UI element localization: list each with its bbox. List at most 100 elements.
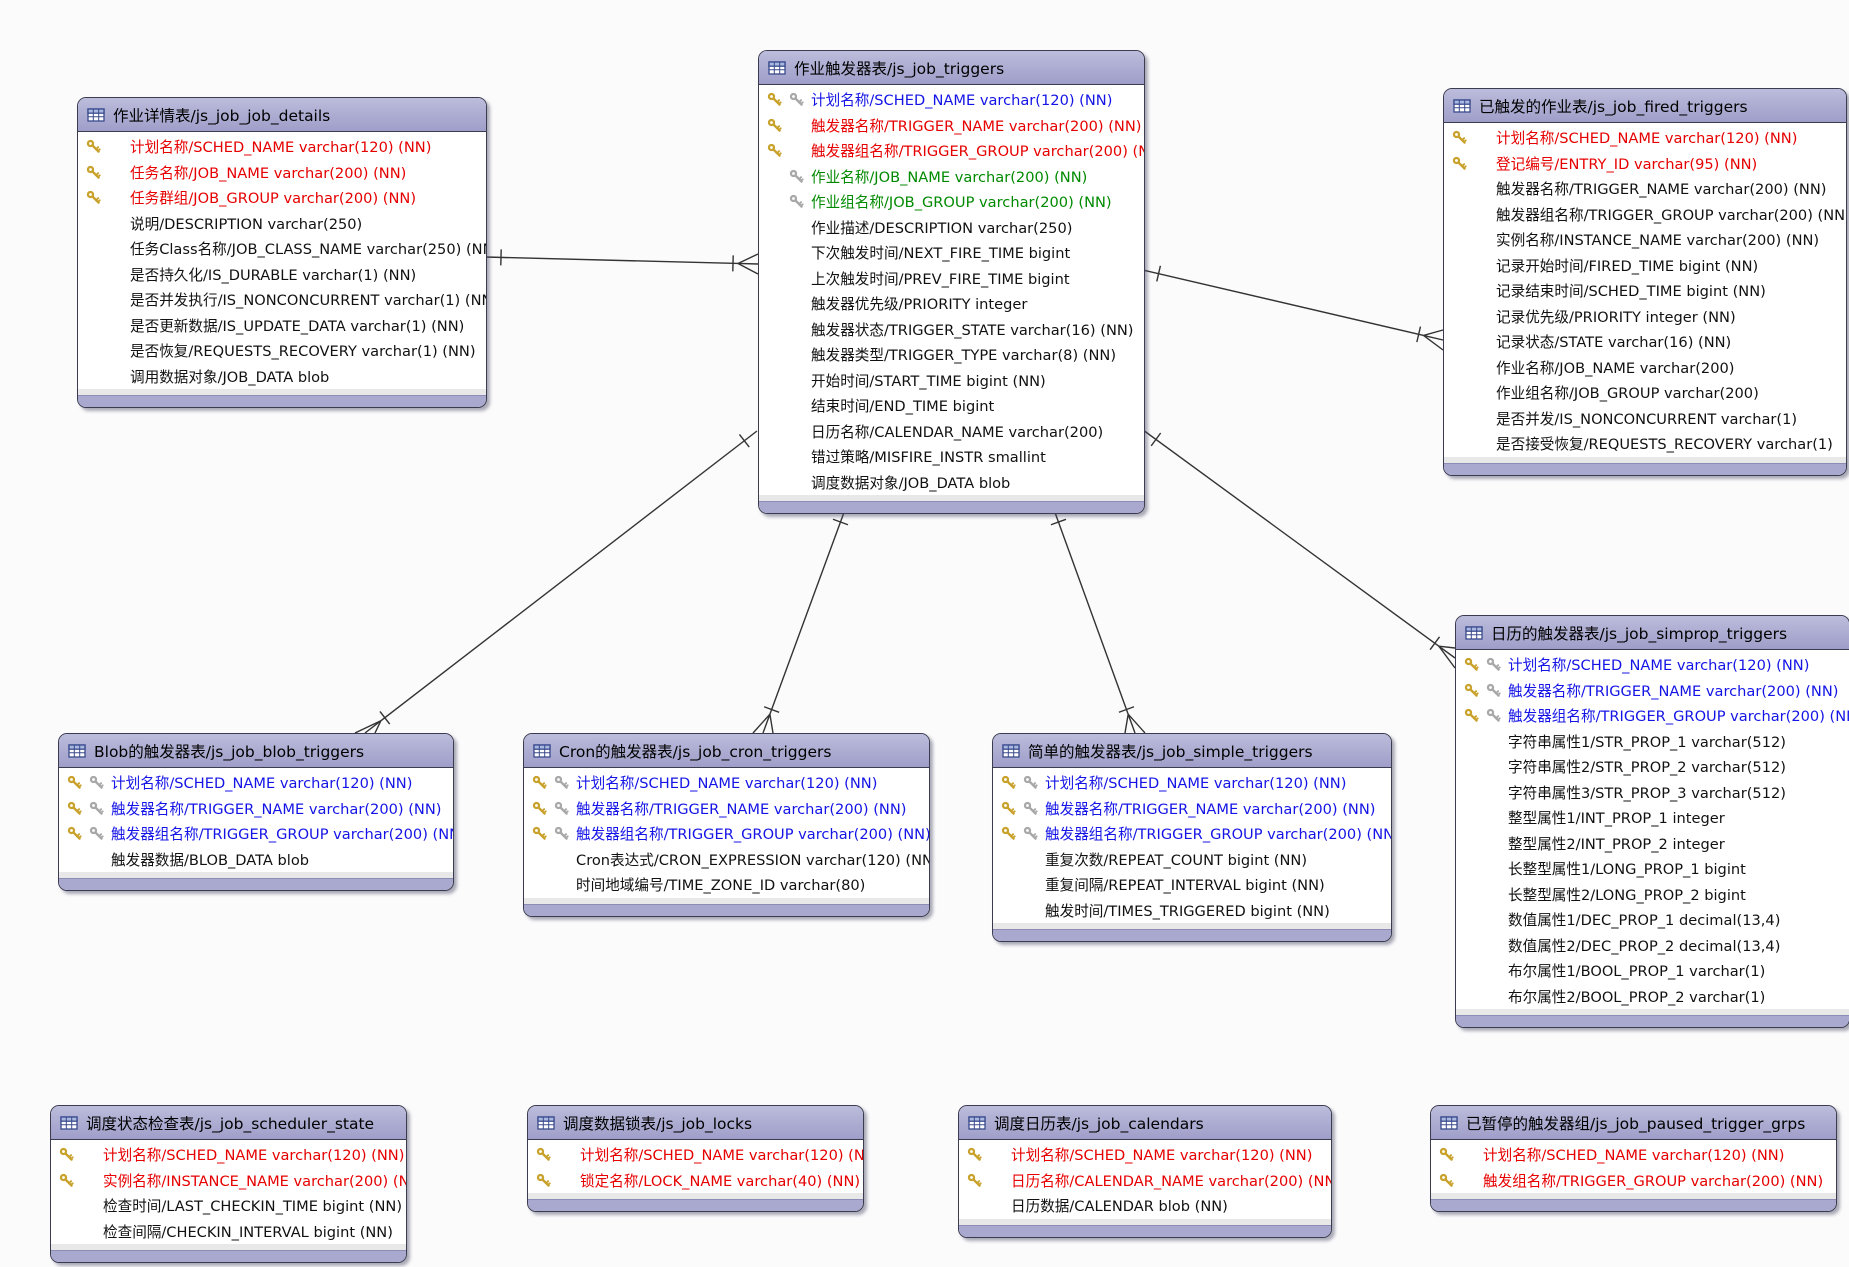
- field-row[interactable]: 计划名称/SCHED_NAME varchar(120) (NN): [759, 87, 1144, 113]
- field-row[interactable]: 布尔属性1/BOOL_PROP_1 varchar(1): [1456, 958, 1849, 984]
- field-row[interactable]: 任务Class名称/JOB_CLASS_NAME varchar(250) (N…: [78, 236, 486, 262]
- field-row[interactable]: 计划名称/SCHED_NAME varchar(120) (NN): [1444, 125, 1846, 151]
- table-title-bar[interactable]: 调度日历表/js_job_calendars: [959, 1106, 1331, 1140]
- field-row[interactable]: 检查间隔/CHECKIN_INTERVAL bigint (NN): [51, 1219, 406, 1245]
- field-row[interactable]: 触发器名称/TRIGGER_NAME varchar(200) (NN): [524, 796, 929, 822]
- field-row[interactable]: 重复次数/REPEAT_COUNT bigint (NN): [993, 847, 1391, 873]
- field-row[interactable]: 长整型属性1/LONG_PROP_1 bigint: [1456, 856, 1849, 882]
- table-title-bar[interactable]: Cron的触发器表/js_job_cron_triggers: [524, 734, 929, 768]
- field-row[interactable]: 计划名称/SCHED_NAME varchar(120) (NN): [959, 1142, 1331, 1168]
- field-row[interactable]: 触发器类型/TRIGGER_TYPE varchar(8) (NN): [759, 342, 1144, 368]
- entity-table-paused-trigger-grps[interactable]: 已暂停的触发器组/js_job_paused_trigger_grps 计划名称…: [1430, 1105, 1837, 1212]
- table-title-bar[interactable]: 已暂停的触发器组/js_job_paused_trigger_grps: [1431, 1106, 1836, 1140]
- field-row[interactable]: 字符串属性3/STR_PROP_3 varchar(512): [1456, 780, 1849, 806]
- field-row[interactable]: 实例名称/INSTANCE_NAME varchar(200) (NN): [1444, 227, 1846, 253]
- field-row[interactable]: 是否更新数据/IS_UPDATE_DATA varchar(1) (NN): [78, 313, 486, 339]
- field-row[interactable]: 作业名称/JOB_NAME varchar(200) (NN): [759, 164, 1144, 190]
- field-row[interactable]: 开始时间/START_TIME bigint (NN): [759, 368, 1144, 394]
- field-row[interactable]: 触发器名称/TRIGGER_NAME varchar(200) (NN): [59, 796, 453, 822]
- field-row[interactable]: 触发器组名称/TRIGGER_GROUP varchar(200) (NN): [1456, 703, 1849, 729]
- entity-table-fired-triggers[interactable]: 已触发的作业表/js_job_fired_triggers 计划名称/SCHED…: [1443, 88, 1847, 476]
- field-row[interactable]: 计划名称/SCHED_NAME varchar(120) (NN): [1456, 652, 1849, 678]
- field-row[interactable]: 触发器名称/TRIGGER_NAME varchar(200) (NN): [1444, 176, 1846, 202]
- field-row[interactable]: 重复间隔/REPEAT_INTERVAL bigint (NN): [993, 872, 1391, 898]
- table-title-bar[interactable]: 已触发的作业表/js_job_fired_triggers: [1444, 89, 1846, 123]
- field-row[interactable]: 任务群组/JOB_GROUP varchar(200) (NN): [78, 185, 486, 211]
- field-row[interactable]: 下次触发时间/NEXT_FIRE_TIME bigint: [759, 240, 1144, 266]
- field-row[interactable]: 触发器名称/TRIGGER_NAME varchar(200) (NN): [1456, 678, 1849, 704]
- field-row[interactable]: 触发器状态/TRIGGER_STATE varchar(16) (NN): [759, 317, 1144, 343]
- field-row[interactable]: 整型属性2/INT_PROP_2 integer: [1456, 831, 1849, 857]
- field-row[interactable]: 记录结束时间/SCHED_TIME bigint (NN): [1444, 278, 1846, 304]
- field-row[interactable]: 日历名称/CALENDAR_NAME varchar(200) (NN): [959, 1168, 1331, 1194]
- field-row[interactable]: 触发时间/TIMES_TRIGGERED bigint (NN): [993, 898, 1391, 924]
- field-row[interactable]: 触发器组名称/TRIGGER_GROUP varchar(200) (NN): [524, 821, 929, 847]
- field-row[interactable]: 时间地域编号/TIME_ZONE_ID varchar(80): [524, 872, 929, 898]
- table-title-bar[interactable]: Blob的触发器表/js_job_blob_triggers: [59, 734, 453, 768]
- field-row[interactable]: 计划名称/SCHED_NAME varchar(120) (NN): [51, 1142, 406, 1168]
- field-row[interactable]: 计划名称/SCHED_NAME varchar(120) (NN): [528, 1142, 863, 1168]
- field-row[interactable]: 检查时间/LAST_CHECKIN_TIME bigint (NN): [51, 1193, 406, 1219]
- field-row[interactable]: 记录开始时间/FIRED_TIME bigint (NN): [1444, 253, 1846, 279]
- entity-table-triggers[interactable]: 作业触发器表/js_job_triggers 计划名称/SCHED_NAME v…: [758, 50, 1145, 514]
- field-row[interactable]: 作业组名称/JOB_GROUP varchar(200) (NN): [759, 189, 1144, 215]
- field-row[interactable]: 计划名称/SCHED_NAME varchar(120) (NN): [1431, 1142, 1836, 1168]
- table-title-bar[interactable]: 简单的触发器表/js_job_simple_triggers: [993, 734, 1391, 768]
- field-row[interactable]: 触发器数据/BLOB_DATA blob: [59, 847, 453, 873]
- entity-table-blob-triggers[interactable]: Blob的触发器表/js_job_blob_triggers 计划名称/SCHE…: [58, 733, 454, 891]
- field-row[interactable]: 记录优先级/PRIORITY integer (NN): [1444, 304, 1846, 330]
- field-row[interactable]: 是否持久化/IS_DURABLE varchar(1) (NN): [78, 262, 486, 288]
- field-row[interactable]: 实例名称/INSTANCE_NAME varchar(200) (NN): [51, 1168, 406, 1194]
- field-row[interactable]: 布尔属性2/BOOL_PROP_2 varchar(1): [1456, 984, 1849, 1010]
- entity-table-simple-triggers[interactable]: 简单的触发器表/js_job_simple_triggers 计划名称/SCHE…: [992, 733, 1392, 942]
- field-row[interactable]: 计划名称/SCHED_NAME varchar(120) (NN): [59, 770, 453, 796]
- field-row[interactable]: 触发器组名称/TRIGGER_GROUP varchar(200) (NN): [759, 138, 1144, 164]
- field-row[interactable]: 作业组名称/JOB_GROUP varchar(200): [1444, 380, 1846, 406]
- field-row[interactable]: 触发器名称/TRIGGER_NAME varchar(200) (NN): [993, 796, 1391, 822]
- table-title-bar[interactable]: 调度状态检查表/js_job_scheduler_state: [51, 1106, 406, 1140]
- field-row[interactable]: 锁定名称/LOCK_NAME varchar(40) (NN): [528, 1168, 863, 1194]
- field-row[interactable]: 说明/DESCRIPTION varchar(250): [78, 211, 486, 237]
- field-row[interactable]: 触发器名称/TRIGGER_NAME varchar(200) (NN): [759, 113, 1144, 139]
- field-row[interactable]: 任务名称/JOB_NAME varchar(200) (NN): [78, 160, 486, 186]
- field-row[interactable]: 是否并发/IS_NONCONCURRENT varchar(1): [1444, 406, 1846, 432]
- field-row[interactable]: 计划名称/SCHED_NAME varchar(120) (NN): [524, 770, 929, 796]
- field-row[interactable]: 作业名称/JOB_NAME varchar(200): [1444, 355, 1846, 381]
- table-title-bar[interactable]: 作业触发器表/js_job_triggers: [759, 51, 1144, 85]
- field-row[interactable]: 计划名称/SCHED_NAME varchar(120) (NN): [993, 770, 1391, 796]
- field-row[interactable]: 日历数据/CALENDAR blob (NN): [959, 1193, 1331, 1219]
- field-row[interactable]: Cron表达式/CRON_EXPRESSION varchar(120) (NN…: [524, 847, 929, 873]
- field-row[interactable]: 触发器组名称/TRIGGER_GROUP varchar(200) (NN): [993, 821, 1391, 847]
- entity-table-simprop-triggers[interactable]: 日历的触发器表/js_job_simprop_triggers 计划名称/SCH…: [1455, 615, 1849, 1028]
- entity-table-scheduler-state[interactable]: 调度状态检查表/js_job_scheduler_state 计划名称/SCHE…: [50, 1105, 407, 1263]
- field-row[interactable]: 结束时间/END_TIME bigint: [759, 393, 1144, 419]
- field-row[interactable]: 长整型属性2/LONG_PROP_2 bigint: [1456, 882, 1849, 908]
- field-row[interactable]: 数值属性2/DEC_PROP_2 decimal(13,4): [1456, 933, 1849, 959]
- field-row[interactable]: 错过策略/MISFIRE_INSTR smallint: [759, 444, 1144, 470]
- field-row[interactable]: 触发器组名称/TRIGGER_GROUP varchar(200) (NN): [59, 821, 453, 847]
- table-title-bar[interactable]: 调度数据锁表/js_job_locks: [528, 1106, 863, 1140]
- table-title-bar[interactable]: 日历的触发器表/js_job_simprop_triggers: [1456, 616, 1849, 650]
- field-row[interactable]: 计划名称/SCHED_NAME varchar(120) (NN): [78, 134, 486, 160]
- field-row[interactable]: 记录状态/STATE varchar(16) (NN): [1444, 329, 1846, 355]
- field-row[interactable]: 登记编号/ENTRY_ID varchar(95) (NN): [1444, 151, 1846, 177]
- field-row[interactable]: 调用数据对象/JOB_DATA blob: [78, 364, 486, 390]
- field-row[interactable]: 数值属性1/DEC_PROP_1 decimal(13,4): [1456, 907, 1849, 933]
- field-row[interactable]: 调度数据对象/JOB_DATA blob: [759, 470, 1144, 496]
- field-row[interactable]: 触发器组名称/TRIGGER_GROUP varchar(200) (NN): [1444, 202, 1846, 228]
- table-title-bar[interactable]: 作业详情表/js_job_job_details: [78, 98, 486, 132]
- field-row[interactable]: 字符串属性2/STR_PROP_2 varchar(512): [1456, 754, 1849, 780]
- field-row[interactable]: 作业描述/DESCRIPTION varchar(250): [759, 215, 1144, 241]
- entity-table-job-details[interactable]: 作业详情表/js_job_job_details 计划名称/SCHED_NAME…: [77, 97, 487, 408]
- field-row[interactable]: 是否恢复/REQUESTS_RECOVERY varchar(1) (NN): [78, 338, 486, 364]
- field-row[interactable]: 是否接受恢复/REQUESTS_RECOVERY varchar(1): [1444, 431, 1846, 457]
- field-row[interactable]: 字符串属性1/STR_PROP_1 varchar(512): [1456, 729, 1849, 755]
- field-row[interactable]: 是否并发执行/IS_NONCONCURRENT varchar(1) (NN): [78, 287, 486, 313]
- entity-table-locks[interactable]: 调度数据锁表/js_job_locks 计划名称/SCHED_NAME varc…: [527, 1105, 864, 1212]
- field-row[interactable]: 触发器优先级/PRIORITY integer: [759, 291, 1144, 317]
- field-row[interactable]: 整型属性1/INT_PROP_1 integer: [1456, 805, 1849, 831]
- field-row[interactable]: 上次触发时间/PREV_FIRE_TIME bigint: [759, 266, 1144, 292]
- field-row[interactable]: 触发组名称/TRIGGER_GROUP varchar(200) (NN): [1431, 1168, 1836, 1194]
- entity-table-cron-triggers[interactable]: Cron的触发器表/js_job_cron_triggers 计划名称/SCHE…: [523, 733, 930, 917]
- field-row[interactable]: 日历名称/CALENDAR_NAME varchar(200): [759, 419, 1144, 445]
